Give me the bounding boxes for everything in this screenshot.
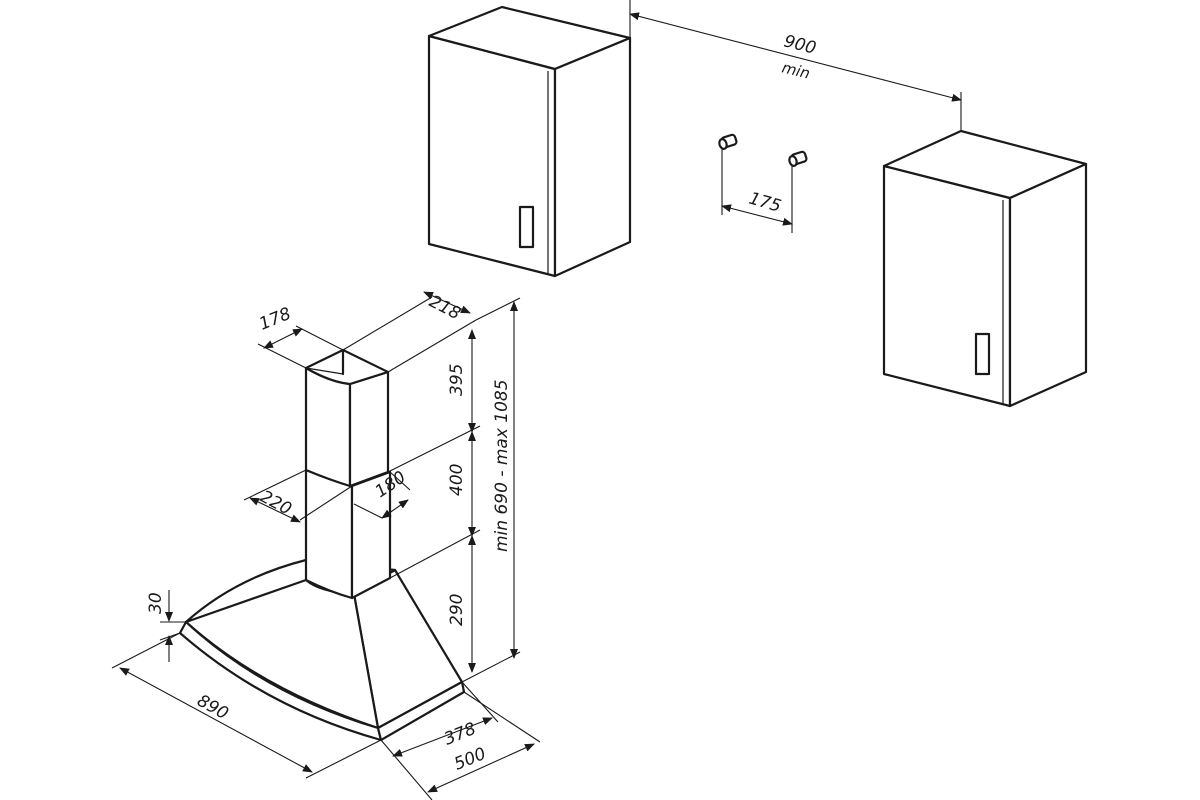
cabinet-gap-dimension: 900 min xyxy=(629,0,962,131)
rim-thickness-dimension: 30 xyxy=(146,590,186,662)
total-height-label: min 690 - max 1085 xyxy=(492,379,512,552)
chimney-height-dimensions: 395 400 290 min 690 - max 1085 xyxy=(387,297,521,683)
cabinet-handle xyxy=(518,205,535,249)
cabinet-gap-note: min xyxy=(780,58,812,82)
canopy-height-label: 290 xyxy=(447,594,467,626)
right-wall-cabinet xyxy=(882,129,1088,408)
left-wall-cabinet xyxy=(427,5,632,278)
screw-left xyxy=(718,133,738,215)
rim-thickness-label: 30 xyxy=(146,592,166,614)
screw-right xyxy=(788,150,808,233)
screw-spacing-label: 175 xyxy=(747,189,784,217)
cooker-hood xyxy=(178,348,466,742)
hood-width-label: 890 xyxy=(194,691,232,724)
cabinet-handle xyxy=(974,332,991,376)
upper-chimney-height-label: 395 xyxy=(447,364,467,396)
chimney-top-depth-label: 178 xyxy=(256,304,294,335)
chimney-top-width-label: 218 xyxy=(426,292,464,325)
base-depth-inner-label: 378 xyxy=(441,719,479,750)
mounting-screws: 175 xyxy=(718,133,808,233)
lower-chimney-height-label: 400 xyxy=(447,464,467,496)
base-depth-outer-label: 500 xyxy=(451,744,489,775)
chimney-mid-width-label: 220 xyxy=(257,487,295,520)
